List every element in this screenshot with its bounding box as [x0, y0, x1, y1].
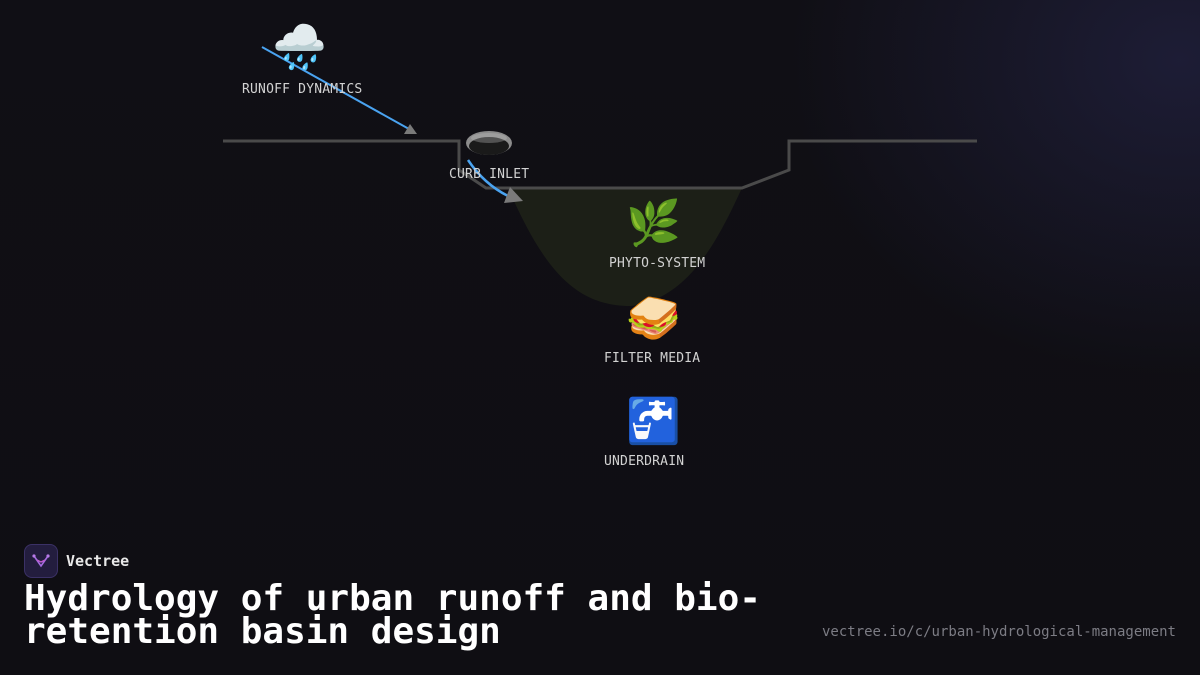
- page-title: Hydrology of urban runoff and bio-retent…: [24, 578, 761, 652]
- vectree-logo-icon: [24, 544, 58, 578]
- runoff-dynamics-label: RUNOFF DYNAMICS: [242, 82, 363, 97]
- ground-profile-line: [223, 139, 977, 190]
- faucet-icon: 🚰: [626, 396, 681, 447]
- basin-fill: [508, 188, 742, 306]
- source-url[interactable]: vectree.io/c/urban-hydrological-manageme…: [821, 624, 1176, 640]
- runoff-flow-arrow: [261, 46, 410, 130]
- rain-cloud-icon: 🌧️: [272, 22, 327, 73]
- manhole-cover-icon: [466, 131, 512, 155]
- phyto-system-label: PHYTO-SYSTEM: [609, 256, 706, 271]
- runoff-arrowhead: [404, 124, 417, 134]
- sandwich-icon: 🥪: [626, 293, 681, 344]
- filter-media-label: FILTER MEDIA: [604, 351, 701, 366]
- inlet-flow-arrow: [466, 159, 509, 198]
- herb-icon: 🌿: [626, 198, 681, 249]
- underdrain-label: UNDERDRAIN: [604, 454, 685, 469]
- curb-inlet-label: CURB INLET: [449, 167, 530, 182]
- inlet-arrowhead: [504, 187, 523, 203]
- brand[interactable]: Vectree: [24, 544, 129, 578]
- brand-name: Vectree: [66, 552, 130, 570]
